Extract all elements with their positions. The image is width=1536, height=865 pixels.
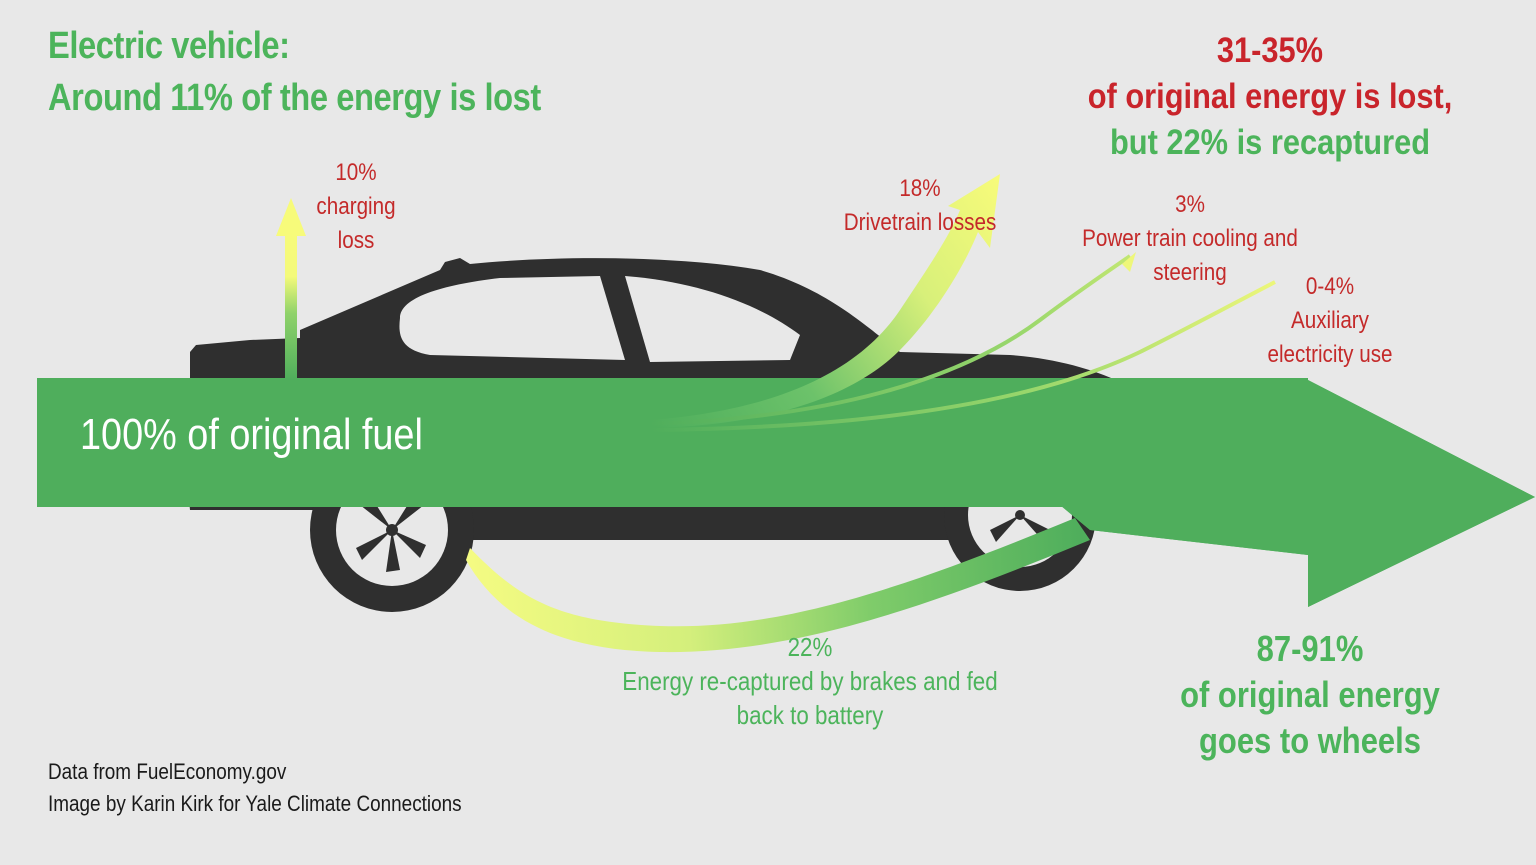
charging-loss-arrow	[276, 198, 306, 380]
cooling-loss-label: 3% Power train cooling and steering	[1061, 188, 1319, 290]
summary-lost-text: of original energy is lost,	[1087, 77, 1453, 116]
page-title: Electric vehicle: Around 11% of the ener…	[48, 20, 541, 124]
loss-summary: 31-35% of original energy is lost, but 2…	[1068, 28, 1473, 166]
credits-image-author: Image by Karin Kirk for Yale Climate Con…	[48, 791, 462, 816]
auxiliary-loss-line1: Auxiliary	[1290, 307, 1369, 334]
rear-wheel-spokes	[356, 498, 426, 572]
drivetrain-loss-arrow	[650, 174, 1000, 428]
main-arrow-label: 100% of original fuel	[80, 410, 423, 459]
charging-loss-label: 10% charging loss	[304, 156, 407, 258]
cooling-loss-percent: 3%	[1175, 191, 1205, 218]
wheels-output-line1: of original energy	[1180, 674, 1440, 715]
auxiliary-loss-label: 0-4% Auxiliary electricity use	[1244, 270, 1416, 372]
charging-loss-line1: charging	[316, 193, 396, 220]
auxiliary-loss-percent: 0-4%	[1305, 273, 1355, 300]
recapture-percent: 22%	[787, 632, 833, 662]
recapture-line2: back to battery	[736, 700, 884, 730]
title-line-1: Electric vehicle:	[48, 25, 290, 67]
charging-loss-percent: 10%	[335, 159, 377, 186]
summary-recaptured-text: but 22% is recaptured	[1109, 123, 1431, 162]
wheels-output-line2: goes to wheels	[1199, 720, 1421, 761]
wheels-output-label: 87-91% of original energy goes to wheels	[1138, 626, 1482, 764]
cooling-loss-line1: Power train cooling and	[1082, 225, 1298, 252]
summary-lost-range: 31-35%	[1216, 31, 1324, 70]
auxiliary-loss-arrow	[647, 280, 1276, 432]
cooling-loss-arrow	[647, 254, 1132, 426]
wheels-output-range: 87-91%	[1256, 628, 1364, 669]
cooling-arrowhead-icon	[1122, 252, 1136, 272]
drivetrain-loss-line1: Drivetrain losses	[843, 209, 997, 236]
drivetrain-loss-label: 18% Drivetrain losses	[817, 172, 1023, 240]
credits-data-source: Data from FuelEconomy.gov	[48, 759, 287, 784]
recapture-label: 22% Energy re-captured by brakes and fed…	[621, 630, 999, 732]
title-line-2: Around 11% of the energy is lost	[48, 77, 541, 119]
drivetrain-loss-percent: 18%	[899, 175, 941, 202]
credits: Data from FuelEconomy.gov Image by Karin…	[48, 756, 462, 820]
charging-loss-line2: loss	[337, 227, 375, 254]
auxiliary-loss-line2: electricity use	[1267, 341, 1393, 368]
recapture-flow-arrow	[466, 518, 1090, 653]
cooling-loss-line2: steering	[1153, 259, 1227, 286]
recapture-line1: Energy re-captured by brakes and fed	[622, 666, 998, 696]
